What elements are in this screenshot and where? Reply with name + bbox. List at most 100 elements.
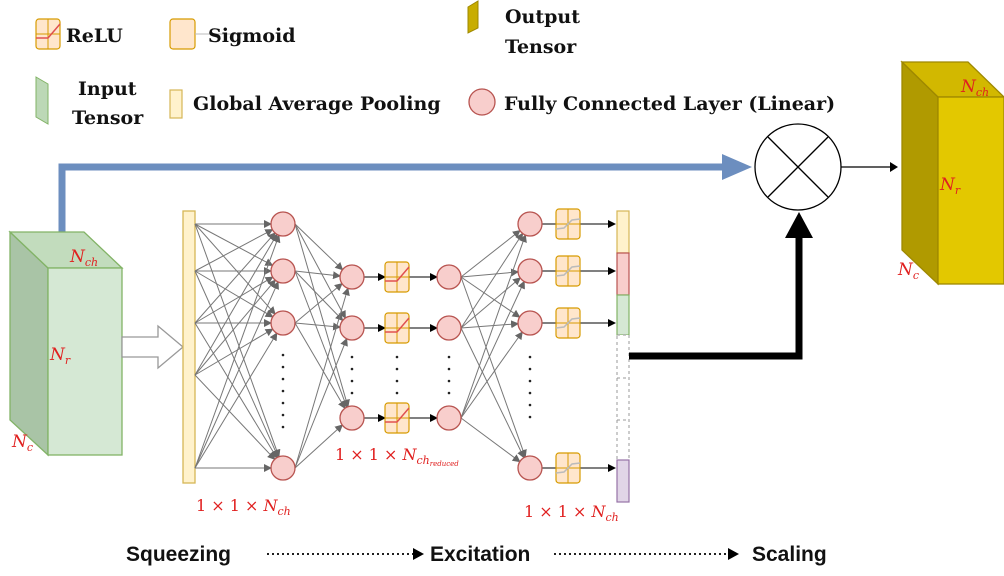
squeeze-input-arrow (121, 324, 185, 370)
input-label-c: Nc (11, 432, 33, 454)
fc-node (339, 405, 365, 431)
sigmoid-activation (555, 208, 581, 240)
connection-edge (460, 277, 521, 329)
fc-node (436, 264, 462, 290)
stage-scaling: Scaling (752, 543, 827, 566)
connection-edge (460, 276, 521, 318)
legend-sigmoid-label: Sigmoid (208, 25, 296, 47)
stage-squeezing: Squeezing (126, 543, 231, 566)
dim-label-squeeze: 1 × 1 × Nch (196, 496, 291, 518)
connection-edge (460, 229, 521, 278)
output-tensor: Nch Nr Nc (897, 60, 1004, 286)
relu-activation (384, 402, 410, 434)
connection-edge (194, 374, 276, 461)
legend-output-label-1: Output (505, 6, 580, 28)
connection-edge (194, 279, 276, 376)
legend-gap-label: Global Average Pooling (193, 93, 441, 115)
connection-edge (194, 322, 278, 459)
connection-edge (294, 424, 344, 469)
connection-edge (460, 276, 527, 458)
connection-edge (294, 283, 343, 324)
fc-node (339, 264, 365, 290)
connection-edge (294, 270, 344, 322)
legend-input-label-2: Tensor (72, 107, 144, 129)
connection-edge (294, 223, 350, 408)
connection-edge (460, 268, 520, 278)
ellipsis-dots (281, 353, 532, 429)
connection-edge (194, 232, 276, 324)
connection-edge (460, 320, 520, 329)
multiply-operator (754, 123, 842, 211)
connection-edge (194, 332, 278, 469)
relu-activation (384, 312, 410, 344)
fc-node (517, 455, 543, 481)
connection-edge (460, 232, 524, 329)
connection-edge (294, 223, 344, 271)
fc-node (339, 315, 365, 341)
input-label-r: Nr (49, 345, 71, 367)
connection-edge (194, 223, 281, 458)
skip-connection-arrow (58, 154, 752, 232)
input-label-ch: Nch (69, 247, 98, 269)
fc-node (517, 310, 543, 336)
legend-gap-icon (169, 89, 183, 119)
legend-relu-icon (35, 18, 61, 50)
connection-edge (460, 234, 527, 419)
connection-edge (194, 229, 274, 272)
fc-node (517, 258, 543, 284)
legend: ReLU Sigmoid Output Tensor Input Tensor … (35, 0, 835, 129)
sigmoid-activation (555, 307, 581, 339)
fc-node (270, 211, 296, 237)
connection-edge (294, 270, 342, 280)
connection-edge (194, 233, 278, 376)
gap-vector (182, 210, 196, 484)
legend-sigmoid-icon (169, 18, 248, 50)
connection-edge (460, 331, 523, 419)
input-tensor: Nch Nr Nc (8, 230, 124, 457)
legend-fc-icon (468, 88, 496, 116)
scale-vector (616, 210, 630, 503)
legend-output-label-2: Tensor (505, 36, 577, 58)
network-edges (194, 220, 616, 472)
connection-edge (194, 223, 274, 266)
connection-edge (194, 281, 279, 469)
connection-edge (194, 270, 274, 318)
fc-node (517, 211, 543, 237)
connection-edge (460, 280, 525, 419)
connection-edge (194, 234, 281, 469)
connection-edge (294, 223, 346, 319)
relu-activation (384, 261, 410, 293)
sigmoid-activation (555, 452, 581, 484)
connection-edge (194, 328, 274, 376)
connection-edge (194, 270, 279, 458)
dim-label-scale: 1 × 1 × Nch (524, 502, 619, 524)
output-label-c: Nc (897, 260, 919, 282)
output-arrow (841, 162, 898, 172)
stage-flow: Squeezing Excitation Scaling (126, 543, 827, 566)
fc-node (436, 405, 462, 431)
dim-label-reduced: 1 × 1 × Nchreduced (335, 445, 459, 468)
legend-fc-label: Fully Connected Layer (Linear) (504, 93, 835, 115)
output-label-ch: Nch (960, 77, 989, 99)
connection-edge (294, 337, 348, 469)
connection-edge (194, 276, 274, 324)
connection-edge (194, 223, 276, 315)
legend-output-tensor-icon (467, 0, 479, 34)
sigmoid-activation (555, 255, 581, 287)
connection-edge (294, 322, 342, 331)
legend-input-tensor-icon (35, 76, 49, 125)
fc-node (270, 455, 296, 481)
connection-edge (460, 327, 525, 459)
scale-arrow (629, 212, 813, 360)
connection-edge (460, 417, 521, 463)
connection-edge (294, 270, 349, 409)
connection-edge (294, 287, 350, 469)
network-nodes (270, 208, 581, 484)
fc-node (270, 310, 296, 336)
output-label-r: Nr (939, 175, 961, 197)
legend-input-label-1: Input (78, 78, 137, 100)
fc-node (270, 258, 296, 284)
connection-edge (294, 322, 346, 410)
